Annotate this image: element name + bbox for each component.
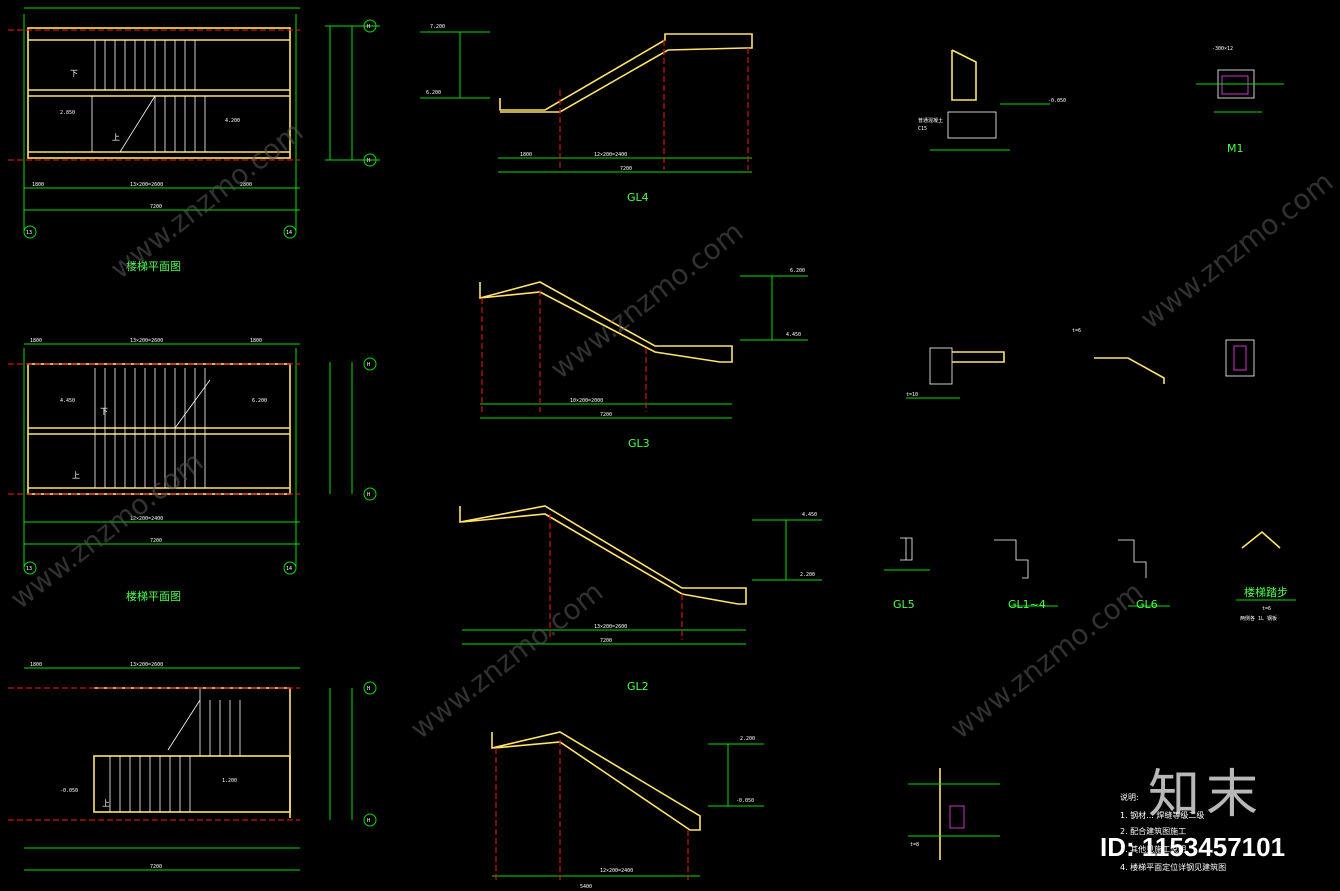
- elev-text: 2.850: [60, 110, 75, 116]
- note-line: 1. 钢材... 焊缝等级二级: [1120, 810, 1204, 820]
- section-gl1: 2.200 -0.050 12×200=2400 5400: [491, 731, 764, 890]
- axis-label: H: [367, 686, 370, 692]
- elev-text: 6.200: [426, 90, 441, 96]
- down-label: 下: [70, 69, 78, 78]
- axis-label: 14: [286, 230, 292, 236]
- dim-text: 1800: [250, 338, 262, 344]
- watermark-text: www.znzmo.com: [944, 575, 1149, 746]
- plan-2-caption: 楼梯平面图: [126, 589, 181, 603]
- gl4-caption: GL4: [627, 191, 649, 204]
- axis-label: 14: [286, 566, 292, 572]
- elev-text: 4.200: [225, 118, 240, 124]
- axis-label: H: [367, 158, 370, 164]
- dim-text: 13×200=2600: [130, 182, 163, 188]
- dim-text: 7200: [150, 204, 162, 210]
- dim-text: 12×200=2400: [130, 516, 163, 522]
- gl2-caption: GL2: [627, 680, 649, 693]
- detail-text: t=10: [906, 392, 918, 398]
- stair-plan-1: H H 13 14 1800 13×200=2600 2800 7200 2.8…: [8, 7, 380, 273]
- dim-text: 12×200=2400: [600, 868, 633, 874]
- elev-text: 2.200: [740, 736, 755, 742]
- detail-profiles: GL5 GL1~4 GL6 楼梯踏步 t=6 两侧各 1L 钢板: [884, 530, 1296, 622]
- dim-text: 1800: [30, 338, 42, 344]
- section-gl4: 7.200 6.200 1800 12×200=2400 7200 GL4: [420, 24, 753, 204]
- elev-text: 4.450: [802, 512, 817, 518]
- gl6-caption: GL6: [1136, 598, 1158, 611]
- axis-label: 13: [26, 230, 32, 236]
- watermark-text: www.znzmo.com: [404, 575, 609, 746]
- elev-text: 7.200: [430, 24, 445, 30]
- stair-plan-2: H H 13 14 1800 13×200=2600 1800 12×200=2…: [8, 338, 377, 603]
- detail-text: t=6: [1072, 328, 1081, 334]
- notes-title: 说明:: [1120, 792, 1139, 802]
- elev-text: -0.050: [1048, 98, 1066, 104]
- dim-text: 5400: [580, 884, 592, 890]
- brand-id: ID: 1153457101: [1100, 832, 1286, 862]
- plan-1-caption: 楼梯平面图: [126, 259, 181, 273]
- detail-text: 普通混凝土: [918, 117, 943, 124]
- note-line: 4. 楼梯平面定位详钢见建筑图: [1120, 862, 1226, 872]
- elev-text: 4.450: [60, 398, 75, 404]
- section-gl2: 4.450 2.200 13×200=2600 7200 GL2: [459, 505, 822, 693]
- gl5-caption: GL5: [893, 598, 915, 611]
- detail-text: t=6: [1262, 606, 1271, 612]
- axis-label: H: [367, 492, 370, 498]
- gl3-caption: GL3: [628, 437, 650, 450]
- notes-block: 说明: 1. 钢材... 焊缝等级二级 2. 配合建筑图施工 3. 其他见施工说…: [1120, 792, 1226, 872]
- gl1-4-caption: GL1~4: [1008, 598, 1046, 611]
- detail-bottom-joint: t=8: [908, 768, 1000, 860]
- axis-label: H: [367, 24, 370, 30]
- dim-text: 1800: [30, 662, 42, 668]
- dim-text: 7200: [620, 166, 632, 172]
- section-gl3: 6.200 4.450 10×200=2000 7200 GL3: [479, 268, 808, 450]
- elev-text: -0.050: [60, 788, 78, 794]
- dim-text: 7200: [150, 538, 162, 544]
- detail-connections: t=10 t=6: [906, 328, 1255, 399]
- dim-text: 2800: [240, 182, 252, 188]
- elev-text: 1.200: [222, 778, 237, 784]
- elev-text: -0.050: [736, 798, 754, 804]
- down-label: 下: [100, 407, 108, 416]
- dim-text: 13×200=2600: [594, 624, 627, 630]
- watermark-text: www.znzmo.com: [104, 115, 309, 286]
- elev-text: 6.200: [790, 268, 805, 274]
- detail-text: -300×12: [1212, 46, 1233, 52]
- note-line: 3. 其他见施工说明: [1120, 844, 1186, 854]
- brand-logo: 知末: [1148, 765, 1265, 825]
- dim-text: 13×200=2600: [130, 662, 163, 668]
- detail-foundation: 普通混凝土 C15 -0.050: [918, 49, 1066, 151]
- step-caption: 楼梯踏步: [1244, 585, 1288, 599]
- detail-text: t=8: [910, 842, 919, 848]
- watermark-text: www.znzmo.com: [1134, 165, 1339, 336]
- watermark-text: www.znzmo.com: [544, 215, 749, 386]
- elev-text: 6.200: [252, 398, 267, 404]
- stair-plan-3: H H 1800 13×200=2600 7200 -0.050 1.200 上: [8, 662, 377, 871]
- detail-text: 两侧各 1L 钢板: [1240, 615, 1277, 622]
- detail-text: C15: [918, 126, 927, 132]
- note-line: 2. 配合建筑图施工: [1120, 826, 1186, 836]
- dim-text: 12×200=2400: [594, 152, 627, 158]
- up-label: 上: [102, 799, 110, 808]
- elev-text: 4.450: [786, 332, 801, 338]
- dim-text: 10×200=2000: [570, 398, 603, 404]
- dim-text: 13×200=2600: [130, 338, 163, 344]
- dim-text: 7200: [150, 864, 162, 870]
- detail-m1: -300×12 M1: [1196, 46, 1284, 155]
- up-label: 上: [112, 133, 120, 142]
- axis-label: 13: [26, 566, 32, 572]
- dim-text: 7200: [600, 638, 612, 644]
- dim-text: 7200: [600, 412, 612, 418]
- m1-caption: M1: [1227, 142, 1244, 155]
- watermark-layer: www.znzmo.com www.znzmo.com www.znzmo.co…: [4, 115, 1339, 746]
- up-label: 上: [72, 471, 80, 480]
- axis-label: H: [367, 362, 370, 368]
- elev-text: 2.200: [800, 572, 815, 578]
- dim-text: 1800: [32, 182, 44, 188]
- axis-label: H: [367, 818, 370, 824]
- dim-text: 1800: [520, 152, 532, 158]
